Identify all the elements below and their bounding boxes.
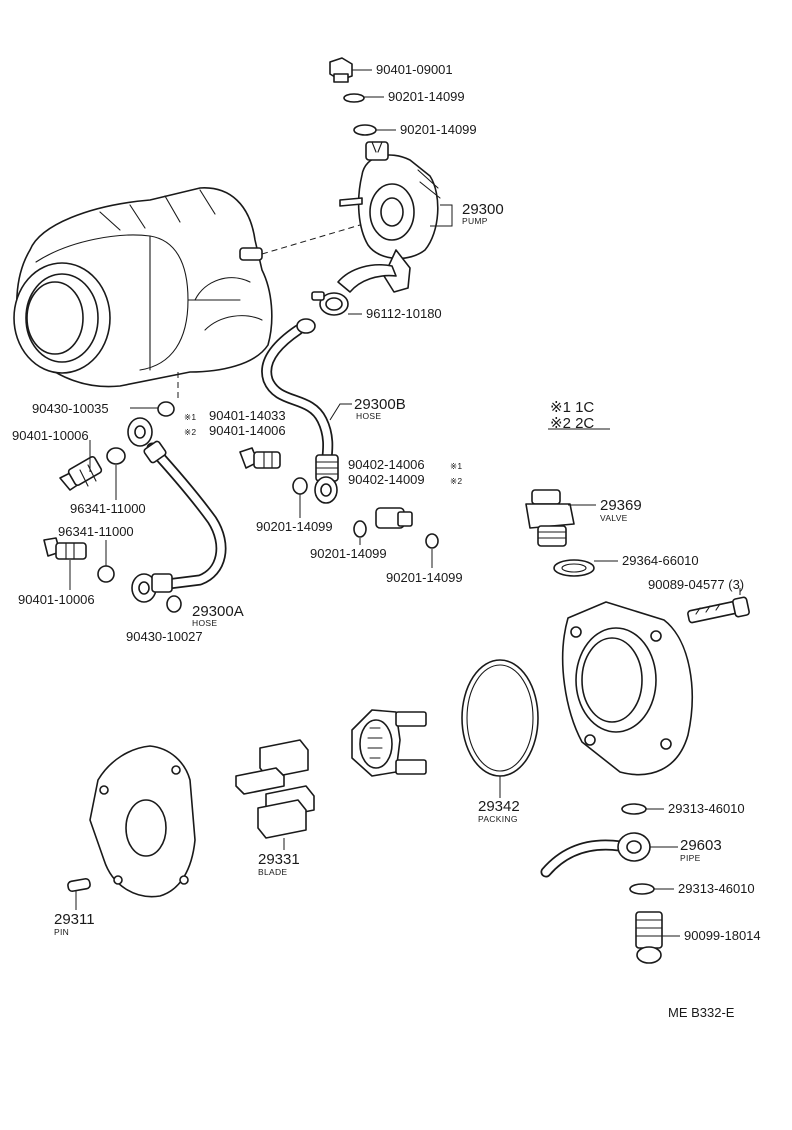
callout-label: 29331 xyxy=(258,851,300,868)
gasket-29313-a xyxy=(621,803,647,815)
callout-label: 29313-46010 xyxy=(678,881,755,896)
callout-label: 90201-14099 xyxy=(400,122,477,137)
callout-sublabel: PIPE xyxy=(680,853,701,863)
vacuum-pump-29300 xyxy=(337,141,441,293)
callout-label: 90430-10035 xyxy=(32,401,109,416)
union-bolt-90401-14033 xyxy=(239,447,281,469)
callout-label: 90089-04577 (3) xyxy=(648,577,744,592)
callout-label: 90401-10006 xyxy=(12,428,89,443)
callout-sublabel: VALVE xyxy=(600,513,628,523)
gasket-90430-10027 xyxy=(166,595,182,613)
callout-marker: ※1 xyxy=(450,461,462,471)
gasket-96341-a xyxy=(106,447,126,465)
callout-label: 29364-66010 xyxy=(622,553,699,568)
rotor xyxy=(351,709,427,777)
callout-label: 90201-14099 xyxy=(388,89,465,104)
callout-sublabel: PACKING xyxy=(478,814,518,824)
callout-label: 29342 xyxy=(478,798,520,815)
hose-29300b xyxy=(261,318,339,504)
leader-lines xyxy=(69,69,741,937)
union-bolt-90099-18014 xyxy=(635,911,663,964)
packing-29342 xyxy=(461,659,539,777)
legend-line-1: ※1 1C xyxy=(550,399,594,416)
callout-label: 29300B xyxy=(354,396,406,413)
callout-sublabel: HOSE xyxy=(356,411,381,421)
callout-marker: ※1 xyxy=(184,412,196,422)
cover-plate xyxy=(89,745,196,898)
gasket-29364-hole xyxy=(561,563,587,573)
callout-label: 90201-14099 xyxy=(386,570,463,585)
union-bolt-90401-10006-a xyxy=(59,456,103,491)
callout-sublabel: BLADE xyxy=(258,867,287,877)
alternator-drawing xyxy=(13,187,361,402)
callout-label: 90201-14099 xyxy=(256,519,333,534)
callout-sublabel: PUMP xyxy=(462,216,488,226)
callout-label: 90401-14033 xyxy=(209,408,286,423)
callout-label: 90401-14006 xyxy=(209,423,286,438)
gasket-90430-10035 xyxy=(157,401,175,417)
callout-label: 29603 xyxy=(680,837,722,854)
callout-marker: ※2 xyxy=(450,476,462,486)
callout-label: 29369 xyxy=(600,497,642,514)
pump-housing xyxy=(561,601,693,776)
callout-label: 90402-14009 xyxy=(348,472,425,487)
callout-label: 29300A xyxy=(192,603,244,620)
union-bolt-90401-10006-b xyxy=(43,537,87,560)
callout-label: 90430-10027 xyxy=(126,629,203,644)
callout-label: 96341-11000 xyxy=(58,524,134,539)
callout-label: 90401-09001 xyxy=(376,62,453,77)
gasket-96341-b xyxy=(97,565,115,583)
bolt-90089-04577 xyxy=(687,596,750,624)
callout-labels: 90401-09001 90201-14099 90201-14099 2930… xyxy=(12,62,761,1020)
gasket-90201-c xyxy=(292,477,308,495)
callout-label: 90201-14099 xyxy=(310,546,387,561)
callout-label: 90401-10006 xyxy=(18,592,95,607)
callout-label: 96341-11000 xyxy=(70,501,146,516)
gasket-90201-d xyxy=(353,520,367,538)
callout-label: 96112-10180 xyxy=(366,306,442,321)
hose-29300a xyxy=(127,417,227,603)
callout-sublabel: HOSE xyxy=(192,618,217,628)
washer-90201-b xyxy=(353,124,377,136)
washer-90201-a xyxy=(343,93,365,103)
callout-marker: ※2 xyxy=(184,427,196,437)
valve-29369 xyxy=(525,489,575,547)
gasket-29313-b xyxy=(629,883,655,895)
callout-label: 29300 xyxy=(462,201,504,218)
union-bolt-90402-14006 xyxy=(375,507,413,529)
blades-29331 xyxy=(235,739,315,839)
bolt-90401-09001 xyxy=(329,57,353,83)
callout-label: 90099-18014 xyxy=(684,928,761,943)
pipe-29603 xyxy=(540,832,651,878)
gasket-29364-66010 xyxy=(553,559,595,577)
callout-label: 29311 xyxy=(54,911,95,928)
pin-29311 xyxy=(67,877,91,893)
callout-sublabel: PIN xyxy=(54,927,69,937)
callout-label: 29313-46010 xyxy=(668,801,745,816)
legend-line-2: ※2 2C xyxy=(550,415,594,432)
drawing-code: ME B332-E xyxy=(668,1005,735,1020)
gasket-90201-e xyxy=(425,533,439,549)
callout-label: 90402-14006 xyxy=(348,457,425,472)
clip-96112-10180 xyxy=(311,291,349,316)
